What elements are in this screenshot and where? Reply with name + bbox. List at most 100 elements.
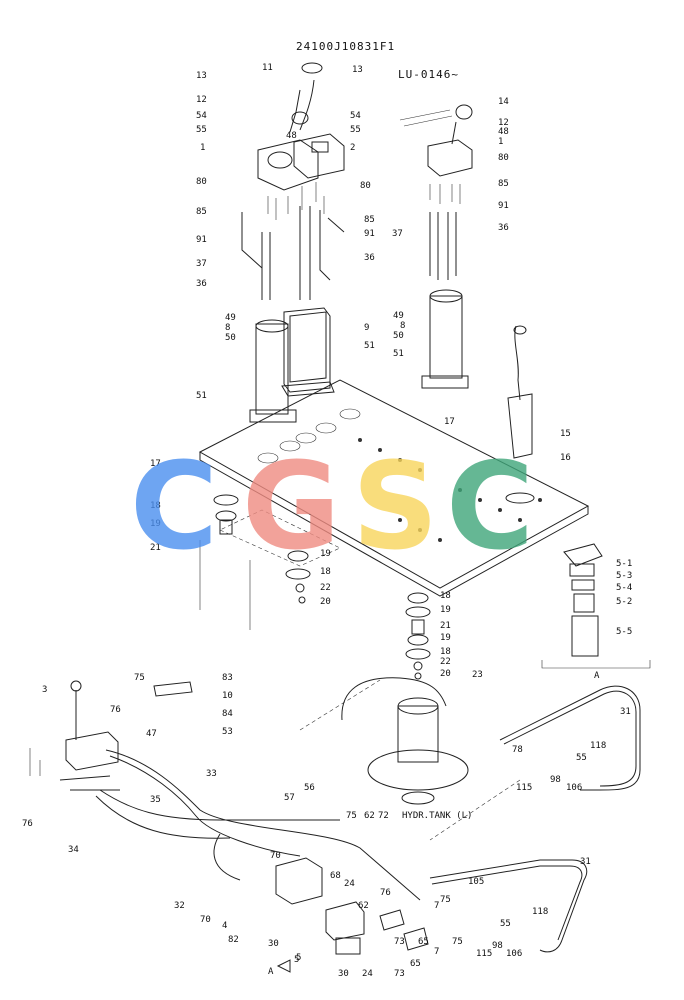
- watermark-letter-g: G: [242, 438, 341, 577]
- callout-label: 22: [440, 657, 451, 667]
- callout-label: 47: [146, 729, 157, 739]
- callout-label: 2: [350, 143, 355, 153]
- callout-label: 85: [364, 215, 375, 225]
- callout-label: 76: [110, 705, 121, 715]
- callout-label: 55: [576, 753, 587, 763]
- callout-label: 21: [150, 543, 161, 553]
- callout-label: 76: [380, 888, 391, 898]
- callout-label: 24: [362, 969, 373, 979]
- callout-label: 8: [225, 323, 230, 333]
- callout-label: 65: [418, 937, 429, 947]
- callout-label: 1: [200, 143, 205, 153]
- callout-label: 51: [196, 391, 207, 401]
- callout-label: 5-4: [616, 583, 632, 593]
- tank-label: HYDR.TANK (L): [402, 811, 472, 821]
- callout-label: 55: [500, 919, 511, 929]
- callout-label: 55: [350, 125, 361, 135]
- handle-assembly: [505, 325, 535, 504]
- callout-label: 80: [360, 181, 371, 191]
- callout-label: 7: [434, 901, 439, 911]
- callout-label: 105: [468, 877, 484, 887]
- callout-label: 21: [440, 621, 451, 631]
- callout-label: 11: [262, 63, 273, 73]
- floor-plate: [198, 379, 590, 630]
- callout-label: 75: [452, 937, 463, 947]
- callout-label: 51: [393, 349, 404, 359]
- serial-range: LU-0146~: [398, 68, 459, 81]
- manifold-block: [275, 857, 429, 955]
- callout-label: 18: [440, 647, 451, 657]
- callout-label: 3: [42, 685, 47, 695]
- callout-label: 85: [498, 179, 509, 189]
- callout-label: 48: [498, 127, 509, 137]
- callout-label: 19: [440, 633, 451, 643]
- callout-label: 31: [580, 857, 591, 867]
- callout-label: 18: [150, 501, 161, 511]
- callout-label: 19: [440, 605, 451, 615]
- callout-label: 56: [304, 783, 315, 793]
- callout-label: 36: [196, 279, 207, 289]
- callout-label: 49: [225, 313, 236, 323]
- callout-label: 50: [393, 331, 404, 341]
- callout-label: 106: [566, 783, 582, 793]
- callout-label: 106: [506, 949, 522, 959]
- callout-label: 98: [550, 775, 561, 785]
- watermark: C G S C: [130, 438, 534, 577]
- callout-label: 22: [320, 583, 331, 593]
- callout-label: 12: [498, 118, 509, 128]
- callout-label: 91: [196, 235, 207, 245]
- callout-label: 54: [350, 111, 361, 121]
- callout-label: 80: [498, 153, 509, 163]
- callout-label: 78: [512, 745, 523, 755]
- callout-label: 5-3: [616, 571, 632, 581]
- control-valve: [29, 680, 193, 791]
- callout-label: 8: [400, 321, 405, 331]
- callout-label: 12: [196, 95, 207, 105]
- callout-label: 5-5: [616, 627, 632, 637]
- callout-label: 70: [200, 915, 211, 925]
- callout-label: 72: [378, 811, 389, 821]
- callout-label: 57: [284, 793, 295, 803]
- callout-label: 14: [498, 97, 509, 107]
- watermark-letter-s: S: [352, 438, 438, 577]
- callout-label: 20: [440, 669, 451, 679]
- callout-label: 51: [364, 341, 375, 351]
- callout-label: 35: [150, 795, 161, 805]
- callout-label: 118: [590, 741, 606, 751]
- callout-label: 30: [338, 969, 349, 979]
- callout-label: 62: [358, 901, 369, 911]
- drawing-number: 24100J10831F1: [296, 40, 395, 53]
- callout-label: 31: [620, 707, 631, 717]
- callout-label: 75: [134, 673, 145, 683]
- section-marker-label: A: [268, 967, 274, 977]
- callout-label: 50: [225, 333, 236, 343]
- callout-label: 98: [492, 941, 503, 951]
- callout-label: 49: [393, 311, 404, 321]
- callout-label: 73: [394, 969, 405, 979]
- callout-label: 5: [296, 953, 301, 963]
- callout-label: 84: [222, 709, 233, 719]
- callout-label: 17: [444, 417, 455, 427]
- section-marker-ref: 5: [294, 955, 299, 965]
- callout-label: 118: [532, 907, 548, 917]
- callout-label: 20: [320, 597, 331, 607]
- section-arrow: A 5: [268, 955, 299, 977]
- callout-label: 16: [560, 453, 571, 463]
- watermark-letter-c1: C: [130, 438, 218, 577]
- callout-label: 76: [22, 819, 33, 829]
- callout-label: 115: [476, 949, 492, 959]
- callout-label: 82: [228, 935, 239, 945]
- callout-label: 75: [346, 811, 357, 821]
- callout-label: 37: [196, 259, 207, 269]
- callout-label: 30: [268, 939, 279, 949]
- callout-label: 13: [196, 71, 207, 81]
- callout-label: 55: [196, 125, 207, 135]
- callout-label: 115: [516, 783, 532, 793]
- callout-label: 36: [364, 253, 375, 263]
- callout-label: 54: [196, 111, 207, 121]
- callout-label: 53: [222, 727, 233, 737]
- left-joystick-assembly: [241, 62, 345, 423]
- callout-label: 5-2: [616, 597, 632, 607]
